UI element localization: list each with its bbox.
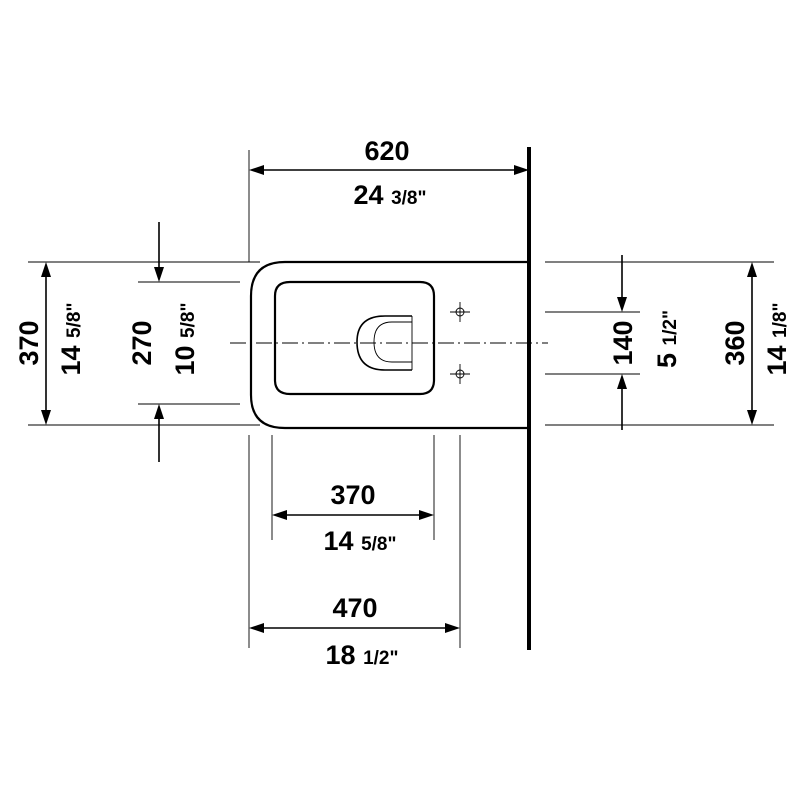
toilet-bowl-outline	[249, 260, 529, 430]
dimension-seat-width	[138, 222, 240, 462]
dimension-seat-length	[271, 435, 435, 540]
bowl-length-inch: 18 1/2"	[326, 640, 399, 670]
dimension-overall-length	[248, 150, 529, 262]
overall-length-mm: 620	[364, 136, 409, 166]
seat-length-mm: 370	[330, 480, 375, 510]
seat-width-inch: 10 5/8"	[170, 303, 200, 376]
seat-width-mm: 270	[127, 320, 157, 365]
rear-width-mm: 360	[720, 320, 750, 365]
bolt-hole-lower	[450, 364, 470, 384]
dimension-bolt-spacing	[545, 255, 640, 430]
rear-width-inch: 14 1/8"	[762, 303, 792, 376]
overall-length-inch: 24 3/8"	[354, 180, 427, 210]
dimension-rear-width	[545, 261, 774, 426]
drain-outlet	[356, 315, 412, 371]
seat-length-inch: 14 5/8"	[324, 526, 397, 556]
dimension-bowl-length	[248, 435, 461, 648]
bolt-spacing-inch: 5 1/2"	[652, 310, 682, 368]
bowl-length-mm: 470	[332, 593, 377, 623]
overall-width-inch: 14 5/8"	[56, 303, 86, 376]
dimension-overall-width	[28, 261, 260, 426]
bolt-hole-upper	[450, 302, 470, 322]
bolt-spacing-mm: 140	[608, 320, 638, 365]
drain-outlet-inner	[373, 321, 412, 363]
overall-width-mm: 370	[14, 320, 44, 365]
bowl-opening	[273, 280, 436, 396]
